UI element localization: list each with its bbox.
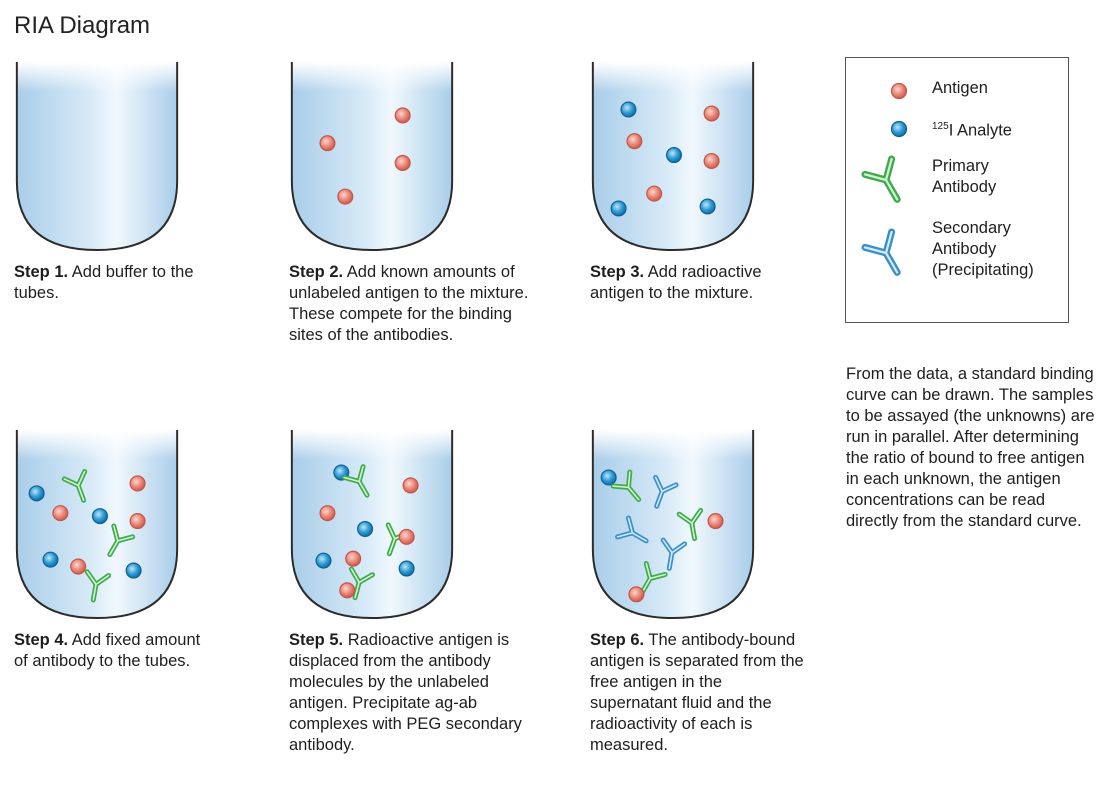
step-text: The antibody-bound antigen is separated … <box>590 631 804 754</box>
analyte-icon <box>700 199 715 214</box>
analyte-icon <box>93 509 108 524</box>
secondary-antibody-icon <box>865 232 911 280</box>
antigen-icon <box>892 84 907 99</box>
secondary-line-1: Secondary <box>932 218 1034 239</box>
antigen-icon <box>399 529 414 544</box>
antigen-icon <box>395 108 410 123</box>
tube-step-3 <box>588 62 758 252</box>
diagram-title: RIA Diagram <box>14 12 150 40</box>
step-5-caption: Step 5. Radioactive antigen is displaced… <box>289 630 539 756</box>
step-label: Step 1. <box>14 263 68 281</box>
analyte-icon <box>316 553 331 568</box>
step-4-caption: Step 4. Add fixed amount of antibody to … <box>14 630 214 672</box>
primary-line-1: Primary <box>932 156 996 177</box>
antigen-icon <box>130 476 145 491</box>
analyte-superscript: 125 <box>932 121 949 132</box>
antigen-icon <box>627 134 642 149</box>
step-label: Step 3. <box>590 263 644 281</box>
antigen-icon <box>53 506 68 521</box>
tube-step-5 <box>287 430 457 620</box>
antigen-icon <box>403 478 418 493</box>
tube-step-4 <box>12 430 182 620</box>
primary-antibody-icon <box>865 159 911 207</box>
step-label: Step 6. <box>590 631 644 649</box>
step-3-caption: Step 3. Add radioactive antigen to the m… <box>590 262 805 304</box>
antigen-icon <box>320 506 335 521</box>
analyte-icon <box>126 563 141 578</box>
tube-step-2 <box>287 62 457 252</box>
secondary-line-2: Antibody <box>932 239 1034 260</box>
legend-secondary-label: Secondary Antibody (Precipitating) <box>932 218 1034 281</box>
legend-analyte-label: 125I Analyte <box>932 116 1012 142</box>
step-label: Step 2. <box>289 263 343 281</box>
analyte-icon <box>399 561 414 576</box>
analyte-label-text: I Analyte <box>949 122 1012 140</box>
step-label: Step 5. <box>289 631 343 649</box>
analyte-icon <box>29 486 44 501</box>
legend-antigen-label: Antigen <box>932 78 988 99</box>
step-text: Radioactive antigen is displaced from th… <box>289 631 522 754</box>
step-6-caption: Step 6. The antibody-bound antigen is se… <box>590 630 805 756</box>
antigen-icon <box>71 559 86 574</box>
step-2-caption: Step 2. Add known amounts of unlabeled a… <box>289 262 529 346</box>
analyte-icon <box>601 470 616 485</box>
secondary-line-3: (Precipitating) <box>932 260 1034 281</box>
antigen-icon <box>338 189 353 204</box>
analyte-icon <box>621 102 636 117</box>
step-label: Step 4. <box>14 631 68 649</box>
analyte-icon <box>667 148 682 163</box>
analyte-icon <box>43 552 58 567</box>
legend: Antigen 125I Analyte Primary Antibody Se… <box>845 57 1069 323</box>
analyte-icon <box>611 201 626 216</box>
primary-line-2: Antibody <box>932 177 996 198</box>
tube-step-6 <box>588 430 758 620</box>
standard-curve-note: From the data, a standard binding curve … <box>846 364 1096 532</box>
antigen-icon <box>704 106 719 121</box>
analyte-icon <box>892 122 907 137</box>
antigen-icon <box>130 514 145 529</box>
antigen-icon <box>629 587 644 602</box>
antigen-icon <box>708 514 723 529</box>
antigen-icon <box>395 156 410 171</box>
antigen-icon <box>340 583 355 598</box>
legend-primary-label: Primary Antibody <box>932 156 996 198</box>
antigen-icon <box>346 551 361 566</box>
analyte-icon <box>358 522 373 537</box>
tube-step-1 <box>12 62 182 252</box>
antigen-icon <box>704 154 719 169</box>
step-1-caption: Step 1. Add buffer to the tubes. <box>14 262 214 304</box>
antigen-icon <box>320 136 335 151</box>
antigen-icon <box>647 186 662 201</box>
